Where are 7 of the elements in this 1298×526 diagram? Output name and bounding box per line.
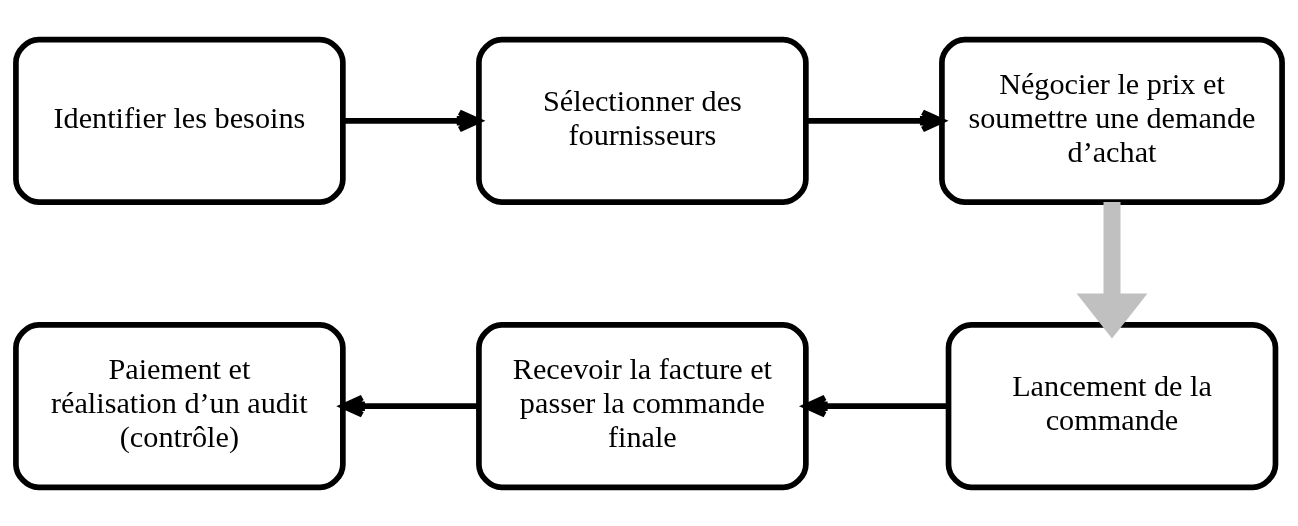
node-box: Négocier le prix et soumettre une demande d’achat [939, 36, 1285, 205]
node-box: Identifier les besoins [13, 36, 346, 205]
arrow [1076, 201, 1148, 339]
node-box: Lancement de la commande [945, 321, 1279, 490]
node-box: Recevoir la facture et passer la commande finale [476, 321, 809, 490]
node-box: Paiement et réalisation d’un audit (contrôle) [13, 321, 346, 490]
node-box: Sélectionner des fournisseurs [476, 36, 809, 205]
